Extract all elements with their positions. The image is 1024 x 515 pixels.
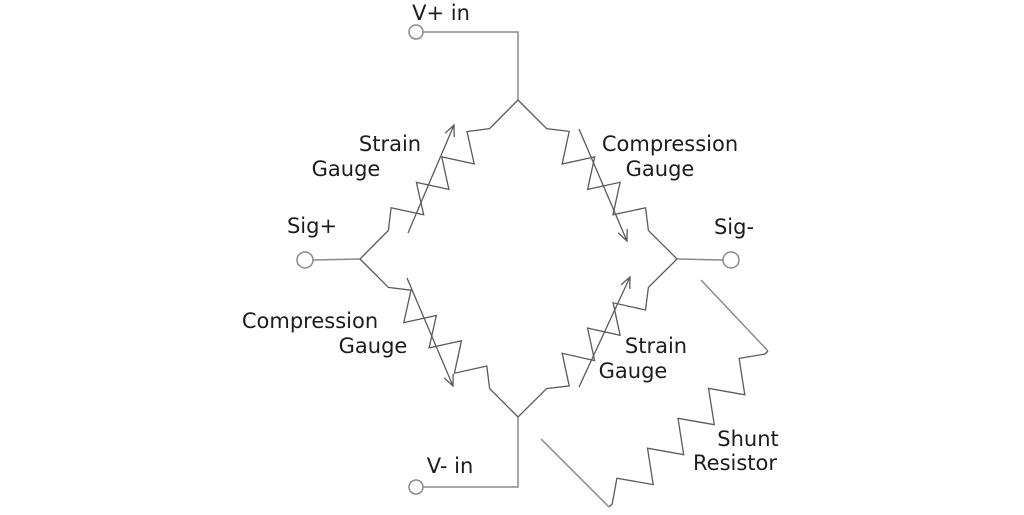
v-plus-branch: V+ in xyxy=(408,1,519,100)
sig-minus-terminal-icon xyxy=(722,251,740,269)
sig-minus-branch: Sig- xyxy=(676,215,754,269)
v-plus-terminal-icon xyxy=(408,24,424,40)
v-minus-branch: V- in xyxy=(408,417,519,495)
strain-gauge-bottom-right-label-line2: Gauge xyxy=(599,359,668,383)
compression-gauge-bottom-left-label-line1: Compression xyxy=(242,309,378,333)
compression-gauge-top-right-label-line1: Compression xyxy=(602,132,738,156)
sig-minus-wire xyxy=(676,258,724,261)
strain-gauge-top-left-label-line1: Strain xyxy=(359,132,421,156)
shunt-resistor-label-line2: Resistor xyxy=(693,451,777,475)
resistor-zigzag-icon xyxy=(359,258,519,418)
strain-gauge-top-left-label-line2: Gauge xyxy=(312,157,381,181)
resistor-zigzag-icon xyxy=(608,350,769,508)
variable-arrow-icon xyxy=(578,128,628,243)
v-minus-label: V- in xyxy=(427,454,474,478)
variable-arrow-icon xyxy=(578,275,631,388)
shunt-lead-top xyxy=(700,279,769,352)
variable-arrow-icon xyxy=(406,277,454,388)
v-plus-label: V+ in xyxy=(412,1,470,25)
sig-plus-branch: Sig+ xyxy=(287,214,361,269)
variable-arrow-icon xyxy=(407,123,455,234)
sig-minus-label: Sig- xyxy=(714,215,754,239)
strain-gauge-top-left: Strain Gauge xyxy=(312,99,519,260)
shunt-resistor-label-line1: Shunt xyxy=(717,427,779,451)
v-minus-terminal-icon xyxy=(408,479,424,495)
strain-gauge-bottom-right-label-line1: Strain xyxy=(625,334,687,358)
v-minus-wire xyxy=(423,417,519,488)
strain-gauge-bottom-right: Strain Gauge xyxy=(517,258,687,418)
v-plus-wire xyxy=(423,31,519,100)
resistor-zigzag-icon xyxy=(359,99,519,260)
compression-gauge-top-right: Compression Gauge xyxy=(517,99,738,260)
resistor-zigzag-icon xyxy=(517,258,678,418)
compression-gauge-bottom-left: Compression Gauge xyxy=(242,258,519,418)
shunt-lead-bottom xyxy=(540,438,610,508)
sig-plus-wire xyxy=(312,258,361,261)
sig-plus-terminal-icon xyxy=(296,251,314,269)
compression-gauge-bottom-left-label-line2: Gauge xyxy=(339,334,408,358)
resistor-zigzag-icon xyxy=(517,99,678,260)
compression-gauge-top-right-label-line2: Gauge xyxy=(626,157,695,181)
sig-plus-label: Sig+ xyxy=(287,214,337,238)
shunt-resistor-branch: Shunt Resistor xyxy=(540,279,779,508)
